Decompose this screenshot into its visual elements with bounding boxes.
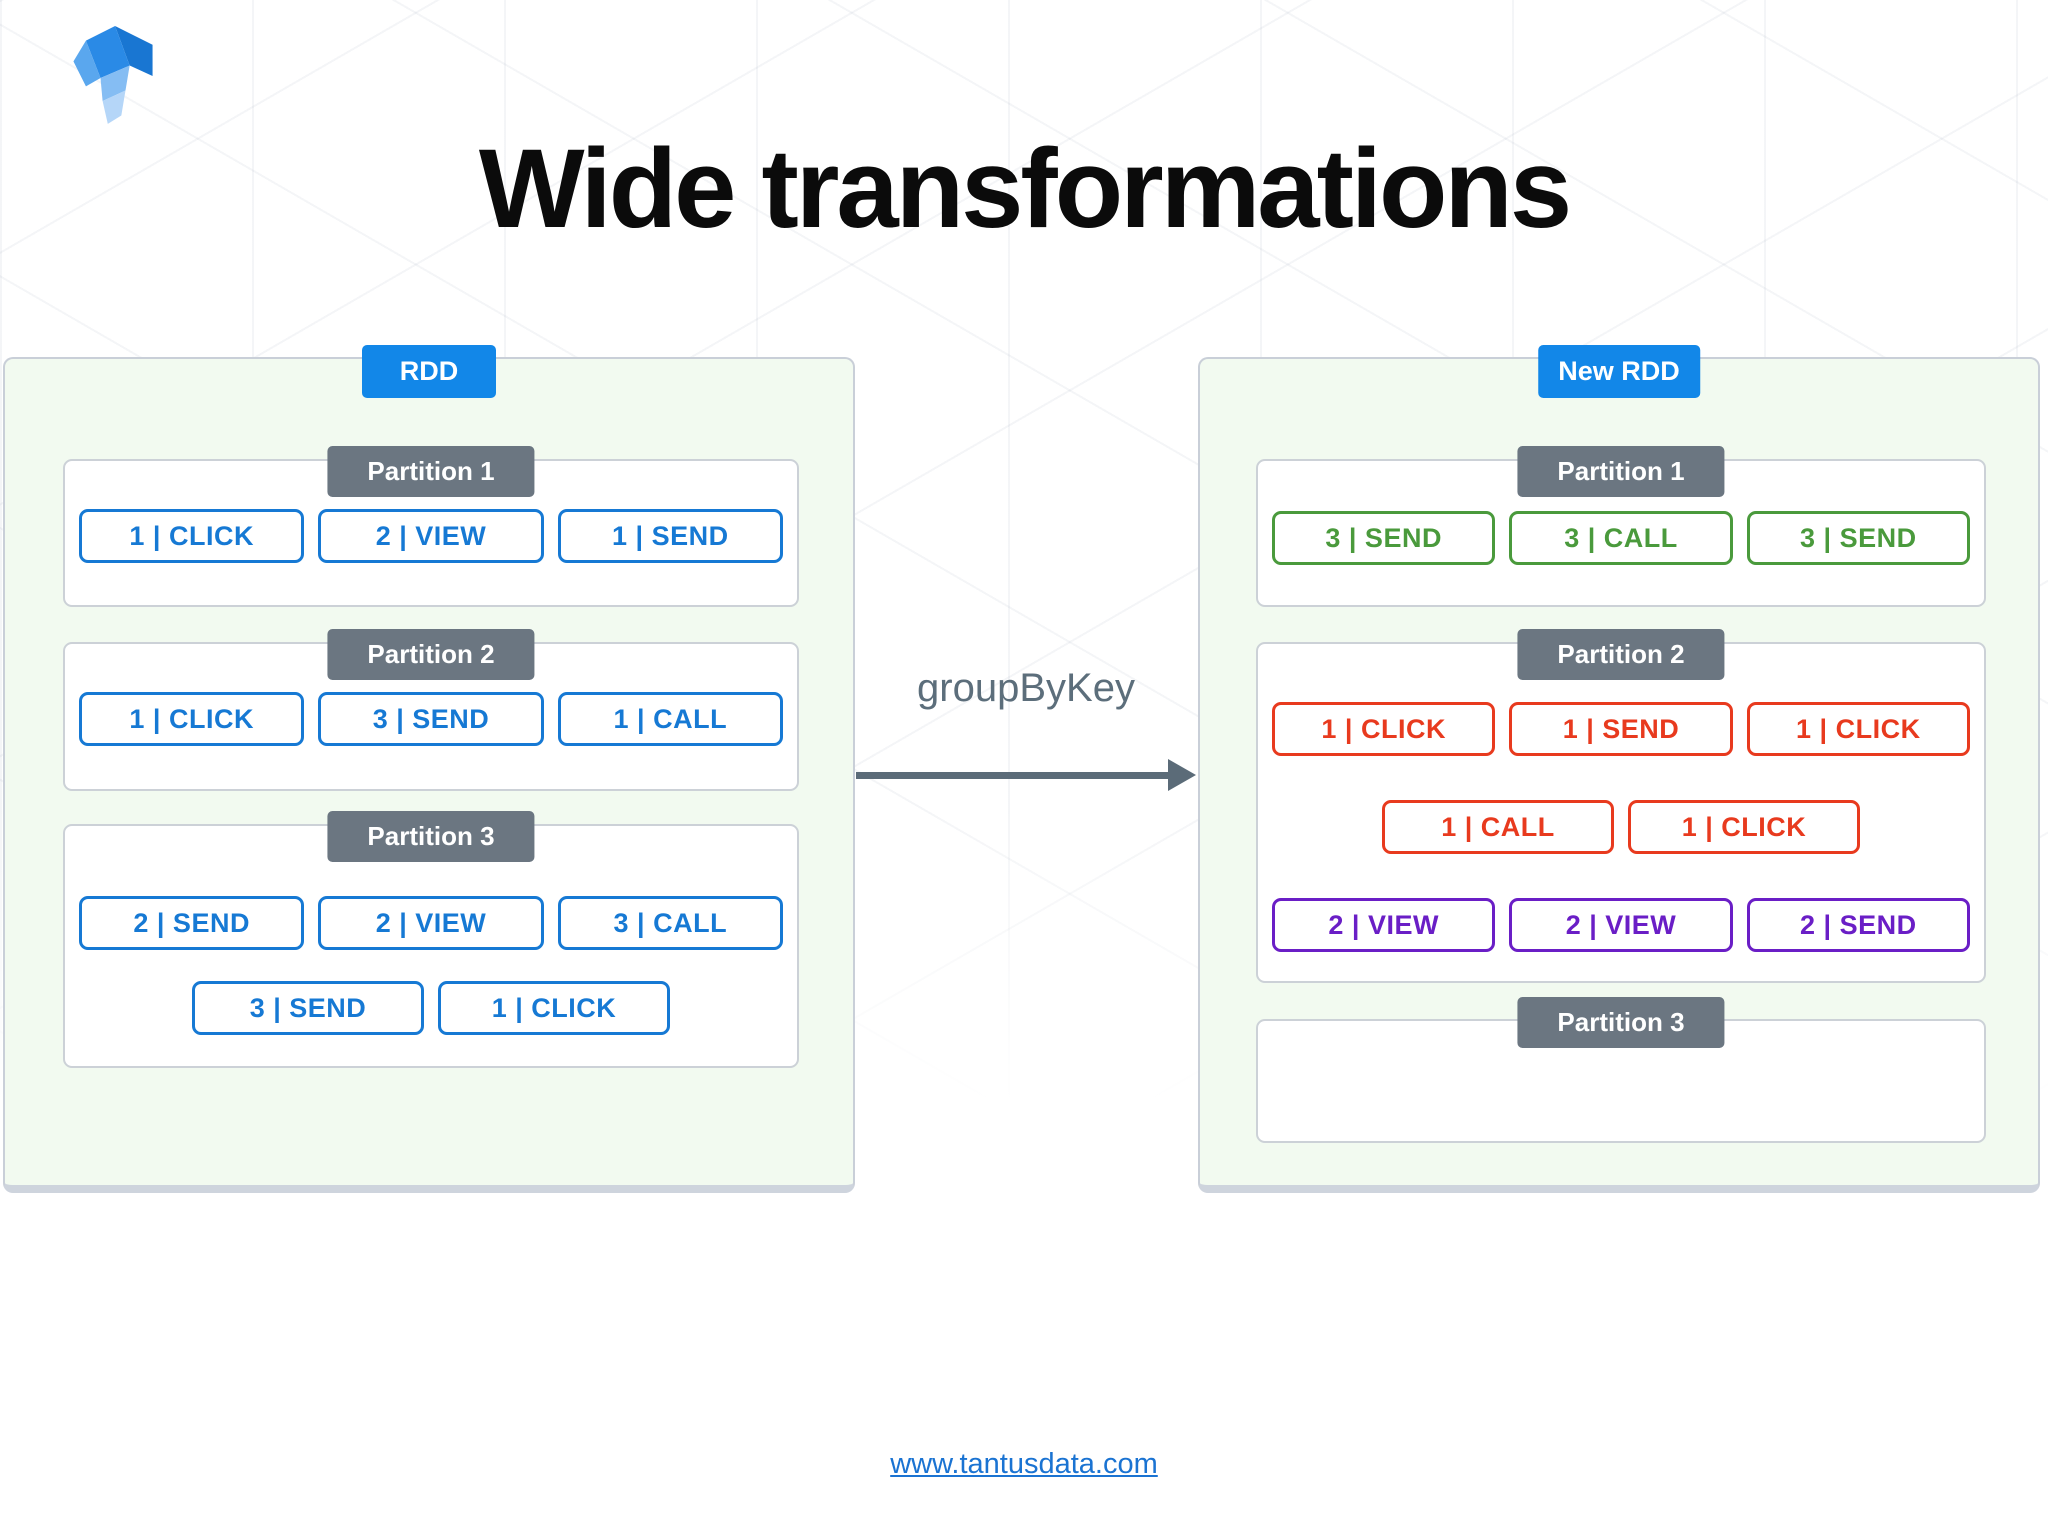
- right-partition-3: Partition 3: [1256, 997, 1986, 1143]
- record-cell: 1 | CLICK: [79, 509, 305, 563]
- record-cell: 3 | CALL: [557, 896, 783, 950]
- partition-header: Partition 3: [1517, 997, 1725, 1048]
- rdd-box: RDD Partition 1 1 | CLICK 2 | VIEW 1 | S…: [3, 345, 855, 1193]
- new-rdd-badge: New RDD: [1538, 345, 1700, 398]
- record-cell: 3 | CALL: [1509, 511, 1733, 565]
- record-cell: 2 | SEND: [79, 896, 305, 950]
- left-partition-1: Partition 1 1 | CLICK 2 | VIEW 1 | SEND: [63, 446, 799, 607]
- record-cell: 3 | SEND: [1272, 511, 1496, 565]
- transformation-arrow: [856, 772, 1170, 779]
- new-rdd-box: New RDD Partition 1 3 | SEND 3 | CALL 3 …: [1198, 345, 2040, 1193]
- record-cell: 3 | SEND: [192, 981, 424, 1035]
- left-partition-3: Partition 3 2 | SEND 2 | VIEW 3 | CALL 3…: [63, 811, 799, 1068]
- page-title: Wide transformations: [478, 126, 1572, 251]
- partition-header: Partition 1: [327, 446, 535, 497]
- footer: www.tantusdata.com: [0, 1448, 2048, 1481]
- right-partition-1: Partition 1 3 | SEND 3 | CALL 3 | SEND: [1256, 446, 1986, 607]
- record-cell: 1 | CALL: [557, 692, 783, 746]
- record-cell: 1 | SEND: [1509, 702, 1733, 756]
- record-cell: 2 | VIEW: [1272, 898, 1496, 952]
- transformation-label: groupByKey: [917, 666, 1135, 710]
- record-cell: 2 | VIEW: [1509, 898, 1733, 952]
- record-cell: 3 | SEND: [318, 692, 544, 746]
- partition-header: Partition 1: [1517, 446, 1725, 497]
- right-partition-2: Partition 2 1 | CLICK 1 | SEND 1 | CLICK…: [1256, 629, 1986, 983]
- partition-header: Partition 2: [327, 629, 535, 680]
- record-cell: 1 | CLICK: [1272, 702, 1496, 756]
- record-cell: 1 | CLICK: [79, 692, 305, 746]
- record-cell: 2 | SEND: [1746, 898, 1970, 952]
- left-partition-2: Partition 2 1 | CLICK 3 | SEND 1 | CALL: [63, 629, 799, 791]
- record-cell: 2 | VIEW: [318, 896, 544, 950]
- rdd-badge: RDD: [362, 345, 496, 398]
- arrow-head-icon: [1168, 759, 1196, 791]
- partition-header: Partition 3: [327, 811, 535, 862]
- record-cell: 1 | CALL: [1382, 800, 1614, 854]
- record-cell: 1 | CLICK: [1746, 702, 1970, 756]
- record-cell: 1 | CLICK: [1628, 800, 1860, 854]
- website-link[interactable]: www.tantusdata.com: [890, 1448, 1158, 1480]
- partition-header: Partition 2: [1517, 629, 1725, 680]
- tantusdata-logo: [73, 26, 153, 124]
- record-cell: 1 | SEND: [557, 509, 783, 563]
- record-cell: 1 | CLICK: [438, 981, 670, 1035]
- record-cell: 2 | VIEW: [318, 509, 544, 563]
- record-cell: 3 | SEND: [1746, 511, 1970, 565]
